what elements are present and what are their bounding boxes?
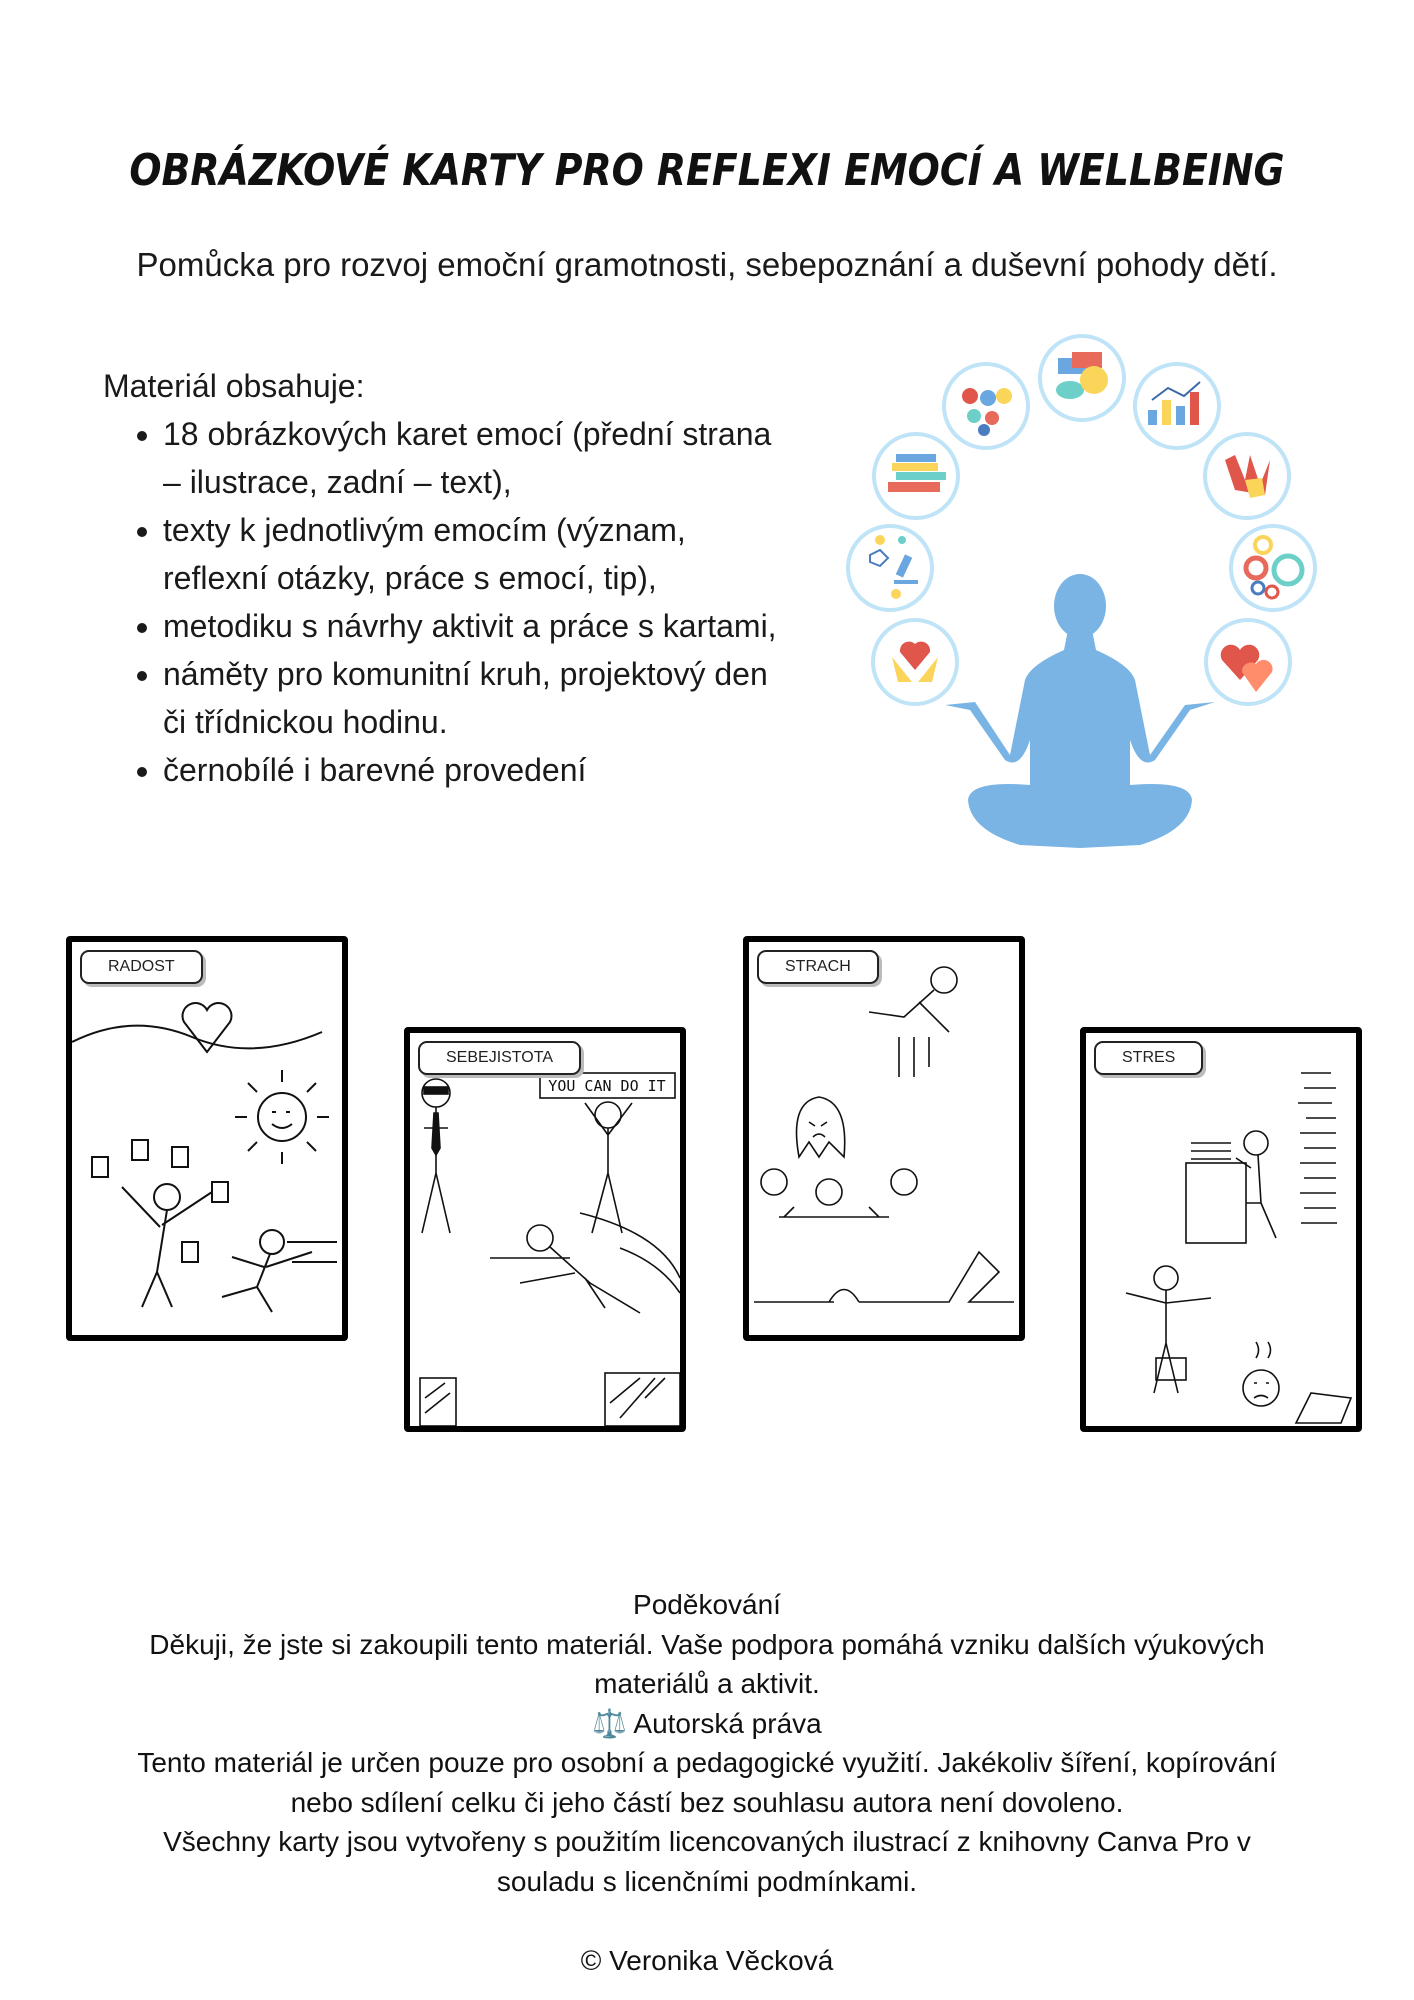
scales-icon: ⚖️	[592, 1707, 628, 1739]
page-title: OBRÁZKOVÉ KARTY PRO REFLEXI EMOCÍ A WELL…	[129, 145, 1285, 196]
meditation-figure	[945, 574, 1215, 848]
copyright-line: souladu s licenčními podmínkami.	[496, 1865, 918, 1897]
thanks-line: Děkuji, že jste si zakoupili tento mater…	[149, 1628, 1265, 1660]
emotion-card-strach: STRACH	[743, 936, 1025, 1341]
card-label: STRES	[1094, 1041, 1204, 1075]
copyright-heading: Autorská práva	[633, 1707, 822, 1739]
emotion-card-sebejistota: YOU CAN DO IT SEBEJISTOTA	[404, 1027, 686, 1432]
page-subtitle: Pomůcka pro rozvoj emoční gramotnosti, s…	[136, 246, 1278, 283]
thanks-heading: Poděkování	[633, 1589, 781, 1620]
emotion-card-radost: RADOST	[66, 936, 348, 1341]
card-label: RADOST	[80, 950, 203, 984]
list-item: 18 obrázkových karet emocí (přední stran…	[163, 410, 783, 506]
list-item: náměty pro komunitní kruh, projektový de…	[163, 650, 783, 746]
materials-heading: Materiál obsahuje:	[103, 368, 365, 404]
list-item: černobílé i barevné provedení	[163, 746, 783, 794]
list-item: metodiku s návrhy aktivit a práce s kart…	[163, 602, 783, 650]
confidence-illustration: YOU CAN DO IT	[419, 1072, 680, 1426]
materials-list: 18 obrázkových karet emocí (přední stran…	[103, 410, 783, 794]
copyright-heading-row: ⚖️ Autorská práva	[0, 1704, 1414, 1744]
footer: Poděkování Děkuji, že jste si zakoupili …	[0, 1585, 1414, 1980]
fear-illustration	[754, 966, 1014, 1303]
wellbeing-illustration	[846, 334, 1317, 848]
emotion-card-stres: STRES	[1080, 1027, 1362, 1432]
thanks-line: materiálů a aktivit.	[594, 1668, 820, 1699]
science-icon	[846, 524, 934, 612]
stress-illustration	[1125, 1072, 1353, 1424]
copyright-line: Tento materiál je určen pouze pro osobní…	[137, 1747, 1277, 1778]
card-label: STRACH	[757, 950, 879, 984]
author: © Veronika Věcková	[580, 1944, 834, 1976]
copyright-line: nebo sdílení celku či jeho částí bez sou…	[290, 1786, 1124, 1818]
card-label: SEBEJISTOTA	[418, 1041, 581, 1075]
copyright-line: Všechny karty jsou vytvořeny s použitím …	[163, 1826, 1251, 1857]
flowers-icon	[942, 362, 1030, 450]
joy-illustration	[72, 1002, 337, 1313]
list-item: texty k jednotlivým emocím (význam, refl…	[163, 506, 783, 602]
sign-text: YOU CAN DO IT	[548, 1077, 665, 1095]
materials-section: Materiál obsahuje: 18 obrázkových karet …	[103, 362, 783, 794]
